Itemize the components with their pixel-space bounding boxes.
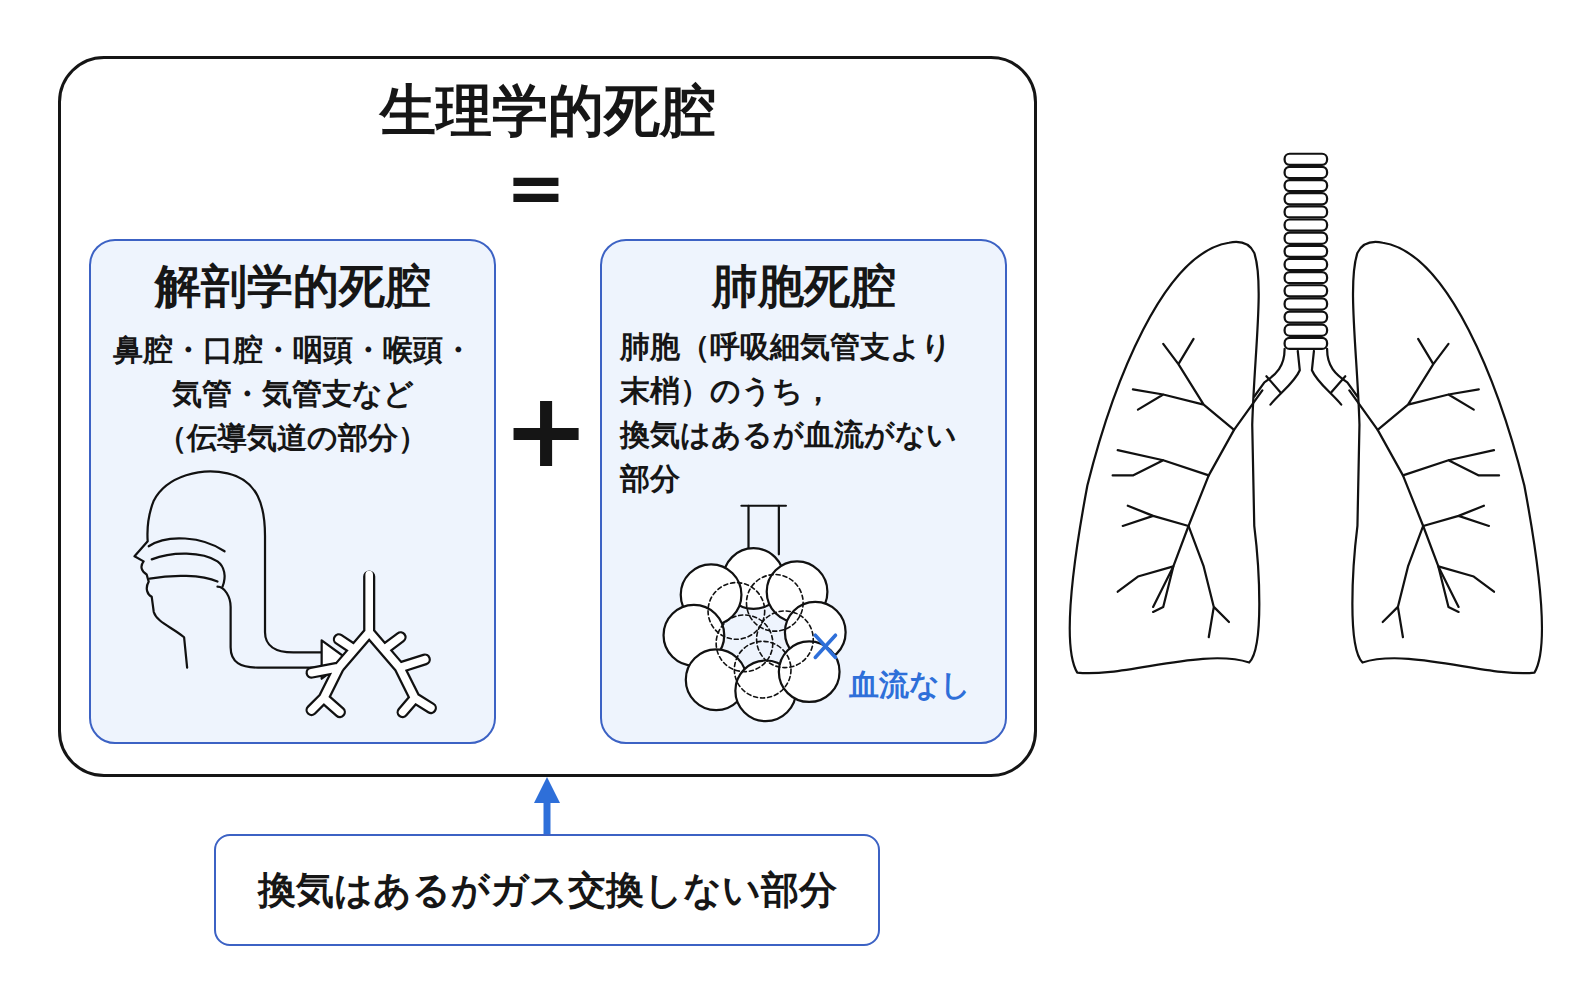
head-airway-part — [322, 640, 348, 678]
alveoli-cluster-part — [741, 505, 786, 507]
box-heading: 解剖学的死腔 — [91, 259, 494, 314]
left-lung-part — [1266, 376, 1280, 392]
head-airway-part — [152, 554, 225, 587]
category-box: 肺胞死腔肺胞（呼吸細気管支より 末梢）のうち， 換気はあるが血流がない 部分 — [600, 239, 1007, 744]
left-lung-part — [1270, 351, 1299, 405]
right-lung-part — [1383, 526, 1423, 637]
main-heading: 生理学的死腔 — [61, 77, 1034, 144]
alveoli-cluster-part-part — [767, 561, 828, 622]
category-box: 解剖学的死腔鼻腔・口腔・咽頭・喉頭・ 気管・気管支など （伝導気道の部分） — [89, 239, 496, 744]
alveoli-cluster-part — [749, 506, 779, 555]
left-lung-part — [1118, 566, 1174, 612]
alveoli-cluster-part-part — [716, 615, 773, 672]
alveoli-cluster-part-part — [785, 602, 846, 663]
left-lung-part — [1123, 506, 1189, 526]
alveoli-cluster — [664, 506, 846, 721]
trachea-part — [1285, 272, 1327, 283]
trachea-part — [1285, 167, 1327, 178]
trachea-part — [1285, 154, 1327, 165]
right-lung-part — [1438, 566, 1494, 612]
trachea — [1285, 154, 1327, 349]
note-box: 換気はあるがガス交換しない部分 — [214, 834, 880, 946]
box-heading: 肺胞死腔 — [602, 259, 1005, 314]
block-arrow — [544, 797, 551, 834]
alveoli-cluster-part-part — [779, 641, 840, 702]
right-lung-part — [1403, 450, 1499, 475]
right-lung-part — [1378, 339, 1479, 430]
bronchial-tree-part — [312, 575, 431, 713]
trachea-part — [1285, 233, 1327, 244]
head-airway-part — [217, 587, 325, 668]
left-lung-part — [1133, 339, 1234, 430]
left-lung-part — [1254, 349, 1284, 397]
alveoli-cluster-part — [708, 575, 813, 698]
right-lung-part — [1349, 390, 1458, 606]
right-lung-part — [1327, 349, 1357, 397]
alveoli-cluster-part-part — [723, 548, 784, 609]
alveoli-cluster-part-part — [664, 605, 725, 666]
trachea-part — [1285, 285, 1327, 296]
right-lung-part — [1331, 376, 1345, 392]
trachea-part — [1285, 219, 1327, 230]
cross-mark — [815, 635, 835, 657]
head-airway-part — [149, 538, 225, 551]
trachea-part — [1285, 325, 1327, 336]
trachea-part — [1285, 193, 1327, 204]
trachea-part — [1285, 312, 1327, 323]
left-lung-part — [1070, 242, 1260, 673]
right-lung-part — [1352, 242, 1542, 673]
left-lung-part — [1153, 390, 1262, 606]
note-text: 換気はあるがガス交換しない部分 — [216, 836, 878, 944]
trachea-part — [1285, 206, 1327, 217]
alveoli-cluster-part-part — [757, 611, 814, 668]
right-lung-part — [1423, 506, 1489, 526]
alveoli-cluster-part-part — [735, 661, 796, 722]
trachea-part — [1285, 298, 1327, 309]
alveoli-cluster-part-part — [734, 641, 791, 698]
lungs — [1070, 154, 1542, 673]
alveoli-cluster-part-part — [686, 649, 747, 710]
box-body: 肺胞（呼吸細気管支より 末梢）のうち， 換気はあるが血流がない 部分 — [620, 325, 972, 501]
right-lung-part — [1312, 351, 1341, 405]
head-airway-part — [135, 471, 326, 667]
trachea-part — [1285, 338, 1327, 349]
trachea-part — [1285, 246, 1327, 257]
illustration-group — [135, 154, 1542, 721]
bronchial-tree-part — [312, 577, 431, 713]
right-lung — [1312, 242, 1542, 673]
left-lung-part — [1113, 450, 1209, 475]
trachea-part — [1285, 180, 1327, 191]
head-airway — [135, 471, 348, 678]
alveoli-cluster-part-part — [681, 564, 742, 625]
outer-box: 解剖学的死腔鼻腔・口腔・咽頭・喉頭・ 気管・気管支など （伝導気道の部分） 肺胞死… — [58, 56, 1037, 777]
left-lung-part — [1189, 526, 1229, 637]
alveoli-cluster-part — [664, 548, 846, 721]
alveoli-cluster-part-part — [708, 583, 765, 640]
bronchial-tree-part-part — [312, 575, 431, 713]
bronchial-tree-part-part — [312, 577, 431, 713]
head-airway-part — [150, 576, 218, 582]
left-lung — [1070, 242, 1300, 673]
trachea-part — [1285, 259, 1327, 270]
box-body: 鼻腔・口腔・咽頭・喉頭・ 気管・気管支など （伝導気道の部分） — [105, 328, 480, 460]
bronchial-tree — [312, 575, 431, 713]
alveoli-cluster-part-part — [746, 575, 803, 632]
